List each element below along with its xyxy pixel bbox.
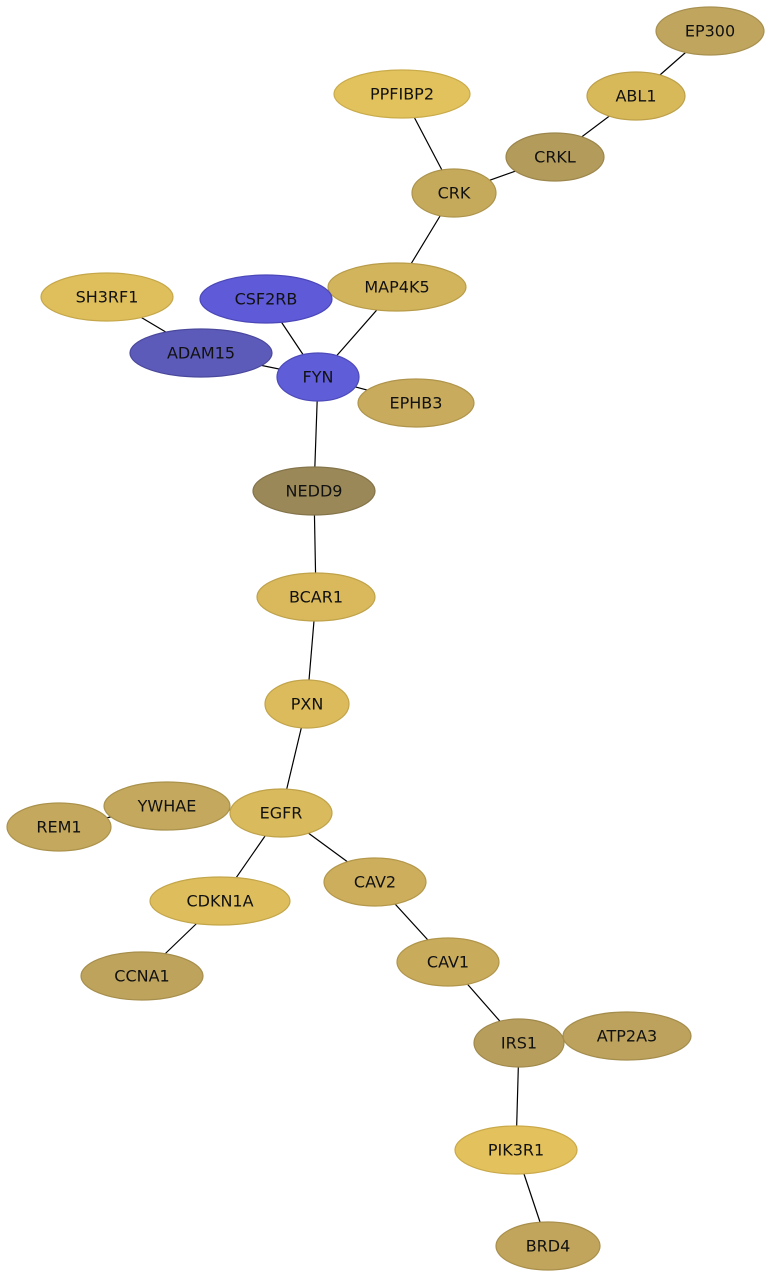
node-label: PXN xyxy=(291,695,324,714)
node-ep300[interactable]: EP300 xyxy=(655,6,765,56)
node-ellipse xyxy=(454,1125,578,1175)
node-cdkn1a[interactable]: CDKN1A xyxy=(149,876,291,926)
edge-layer xyxy=(58,30,711,1247)
node-ellipse xyxy=(333,69,471,119)
node-label: CDKN1A xyxy=(186,892,253,911)
node-label: SH3RF1 xyxy=(76,288,139,307)
node-ellipse xyxy=(229,788,333,838)
node-label: EPHB3 xyxy=(390,394,443,413)
node-ywhae[interactable]: YWHAE xyxy=(103,781,231,831)
node-ellipse xyxy=(256,572,376,622)
node-ellipse xyxy=(327,262,467,312)
node-adam15[interactable]: ADAM15 xyxy=(129,328,273,378)
node-label: BRD4 xyxy=(526,1237,571,1256)
node-ellipse xyxy=(473,1018,565,1068)
node-cav1[interactable]: CAV1 xyxy=(396,937,500,987)
node-label: CRK xyxy=(438,184,471,203)
node-label: PIK3R1 xyxy=(488,1141,544,1160)
node-brd4[interactable]: BRD4 xyxy=(495,1221,601,1271)
node-label: FYN xyxy=(303,368,334,387)
node-ellipse xyxy=(264,679,350,729)
node-label: ATP2A3 xyxy=(597,1027,657,1046)
node-ellipse xyxy=(252,466,376,516)
node-ellipse xyxy=(562,1011,692,1061)
node-pxn[interactable]: PXN xyxy=(264,679,350,729)
node-ellipse xyxy=(276,352,360,402)
node-label: MAP4K5 xyxy=(364,278,429,297)
node-ellipse xyxy=(323,857,427,907)
node-label: NEDD9 xyxy=(286,482,343,501)
node-ellipse xyxy=(505,132,605,182)
node-label: EP300 xyxy=(685,22,735,41)
node-crkl[interactable]: CRKL xyxy=(505,132,605,182)
node-label: BCAR1 xyxy=(289,588,343,607)
node-label: EGFR xyxy=(260,804,303,823)
node-atp2a3[interactable]: ATP2A3 xyxy=(562,1011,692,1061)
node-ellipse xyxy=(40,272,174,322)
node-ellipse xyxy=(357,378,475,428)
node-label: CRKL xyxy=(534,148,576,167)
node-ppfibp2[interactable]: PPFIBP2 xyxy=(333,69,471,119)
node-label: ADAM15 xyxy=(167,344,235,363)
node-csf2rb[interactable]: CSF2RB xyxy=(199,274,333,324)
node-fyn[interactable]: FYN xyxy=(276,352,360,402)
node-label: CAV2 xyxy=(354,873,396,892)
node-ellipse xyxy=(396,937,500,987)
node-pik3r1[interactable]: PIK3R1 xyxy=(454,1125,578,1175)
node-label: REM1 xyxy=(36,818,81,837)
node-nedd9[interactable]: NEDD9 xyxy=(252,466,376,516)
node-ellipse xyxy=(80,951,204,1001)
node-ellipse xyxy=(495,1221,601,1271)
node-sh3rf1[interactable]: SH3RF1 xyxy=(40,272,174,322)
node-crk[interactable]: CRK xyxy=(411,168,497,218)
node-irs1[interactable]: IRS1 xyxy=(473,1018,565,1068)
node-label: IRS1 xyxy=(501,1034,537,1053)
node-ellipse xyxy=(129,328,273,378)
node-map4k5[interactable]: MAP4K5 xyxy=(327,262,467,312)
node-label: CCNA1 xyxy=(114,967,169,986)
node-ellipse xyxy=(103,781,231,831)
node-ellipse xyxy=(149,876,291,926)
node-ellipse xyxy=(586,71,686,121)
node-egfr[interactable]: EGFR xyxy=(229,788,333,838)
node-label: CSF2RB xyxy=(235,290,298,309)
node-ellipse xyxy=(199,274,333,324)
node-ephb3[interactable]: EPHB3 xyxy=(357,378,475,428)
node-rem1[interactable]: REM1 xyxy=(6,802,112,852)
node-ellipse xyxy=(411,168,497,218)
node-bcar1[interactable]: BCAR1 xyxy=(256,572,376,622)
node-ccna1[interactable]: CCNA1 xyxy=(80,951,204,1001)
node-label: YWHAE xyxy=(137,797,197,816)
node-label: PPFIBP2 xyxy=(370,85,434,104)
node-abl1[interactable]: ABL1 xyxy=(586,71,686,121)
node-ellipse xyxy=(655,6,765,56)
node-ellipse xyxy=(6,802,112,852)
node-label: ABL1 xyxy=(615,87,656,106)
node-label: CAV1 xyxy=(427,953,469,972)
node-cav2[interactable]: CAV2 xyxy=(323,857,427,907)
